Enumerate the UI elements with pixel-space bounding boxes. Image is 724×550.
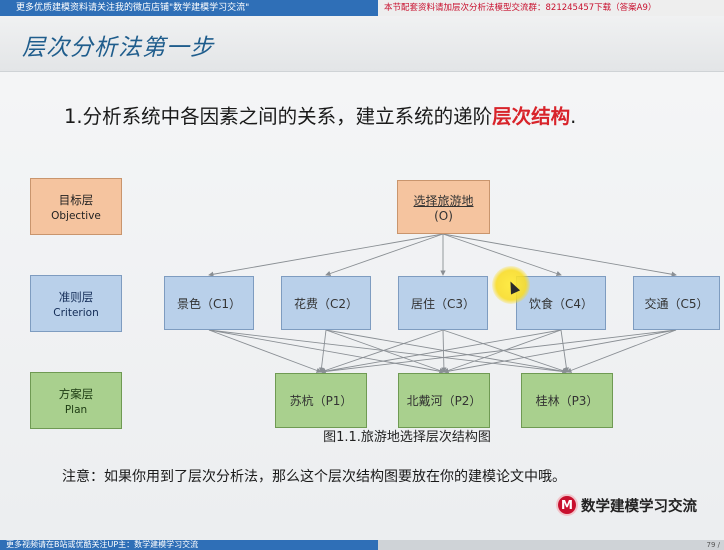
level-zh: 方案层 [58, 386, 94, 401]
page-title: 层次分析法第一步 [22, 35, 214, 61]
level-label-objective: 目标层 Objective [30, 178, 122, 235]
title-band: 层次分析法第一步 [0, 16, 724, 72]
criterion-label: 饮食（C4） [528, 296, 593, 311]
level-zh: 准则层 [58, 289, 94, 304]
bottom-banner: 更多视频请在B站或优酷关注UP主：数学建模学习交流 79 / [0, 540, 724, 550]
criterion-label: 景色（C1） [176, 296, 241, 311]
criterion-node-c2: 花费（C2） [281, 276, 371, 330]
link-c1-p2 [208, 329, 445, 374]
plan-label: 苏杭（P1） [289, 394, 353, 408]
page-number: 79 / [706, 541, 721, 549]
subtitle-highlight: 层次结构 [492, 105, 571, 128]
level-en: Criterion [53, 306, 99, 319]
level-label-plan: 方案层 Plan [30, 372, 122, 429]
link-c5-p1 [320, 329, 677, 375]
criterion-label: 居住（C3） [410, 296, 475, 311]
plan-node-p3: 桂林（P3） [521, 373, 613, 428]
slide-subtitle: 1.分析系统中各因素之间的关系，建立系统的递阶层次结构. [64, 100, 576, 129]
brand-name: 数学建模学习交流 [581, 498, 697, 515]
figure-caption: 图1.1.旅游地选择层次结构图 [323, 430, 491, 445]
plan-label: 桂林（P3） [535, 394, 599, 408]
link-c4-p2 [443, 329, 562, 374]
bottom-banner-text: 更多视频请在B站或优酷关注UP主：数学建模学习交流 [0, 540, 378, 550]
note-text: 注意：如果你用到了层次分析法，那么这个层次结构图要放在你的建模论文中哦。 [62, 469, 566, 485]
link-objective-criterion-5 [442, 233, 677, 277]
plan-label: 北戴河（P2） [406, 394, 482, 408]
objective-label: 选择旅游地 [413, 193, 474, 208]
link-c5-p2 [443, 329, 677, 374]
link-c5-p3 [566, 329, 677, 373]
link-c1-p3 [208, 329, 568, 375]
criterion-node-c4: 饮食（C4） [516, 276, 606, 330]
link-objective-criterion-1 [208, 233, 444, 277]
plan-node-p2: 北戴河（P2） [398, 373, 490, 428]
link-c2-p1 [318, 329, 327, 373]
criterion-node-c1: 景色（C1） [164, 276, 254, 330]
objective-code: (O) [434, 208, 453, 223]
brand-logo: M 数学建模学习交流 [556, 494, 697, 516]
subtitle-prefix: 1.分析系统中各因素之间的关系，建立系统的递阶 [64, 105, 493, 128]
link-c3-p1 [320, 329, 444, 374]
level-en: Objective [51, 209, 101, 222]
criterion-node-c3: 居住（C3） [398, 276, 488, 330]
criterion-label: 交通（C5） [644, 296, 709, 311]
link-c4-p1 [320, 329, 562, 374]
level-label-criterion: 准则层 Criterion [30, 275, 122, 332]
link-objective-criterion-2 [325, 233, 444, 277]
link-c2-p2 [325, 329, 445, 374]
subtitle-suffix: . [570, 105, 577, 128]
link-c4-p3 [560, 329, 570, 373]
plan-node-p1: 苏杭（P1） [275, 373, 367, 428]
objective-node: 选择旅游地 (O) [397, 180, 490, 234]
banner-right-text: 本节配套资料请加层次分析法模型交流群：821245457下载（答案A9） [378, 0, 724, 16]
criterion-label: 花费（C2） [293, 296, 358, 311]
link-c1-p1 [208, 329, 322, 373]
link-c3-p3 [442, 329, 568, 374]
link-objective-criterion-4 [442, 233, 562, 277]
brand-m-icon: M [556, 494, 578, 516]
level-en: Plan [64, 403, 88, 416]
level-zh: 目标层 [58, 192, 94, 207]
cursor-highlight-icon [492, 266, 530, 304]
top-banner: 更多优质建模资料请关注我的微店店铺"数学建模学习交流" 本节配套资料请加层次分析… [0, 0, 724, 16]
criterion-node-c5: 交通（C5） [633, 276, 720, 330]
link-c2-p3 [325, 329, 568, 374]
banner-left-text: 更多优质建模资料请关注我的微店店铺"数学建模学习交流" [0, 0, 378, 16]
